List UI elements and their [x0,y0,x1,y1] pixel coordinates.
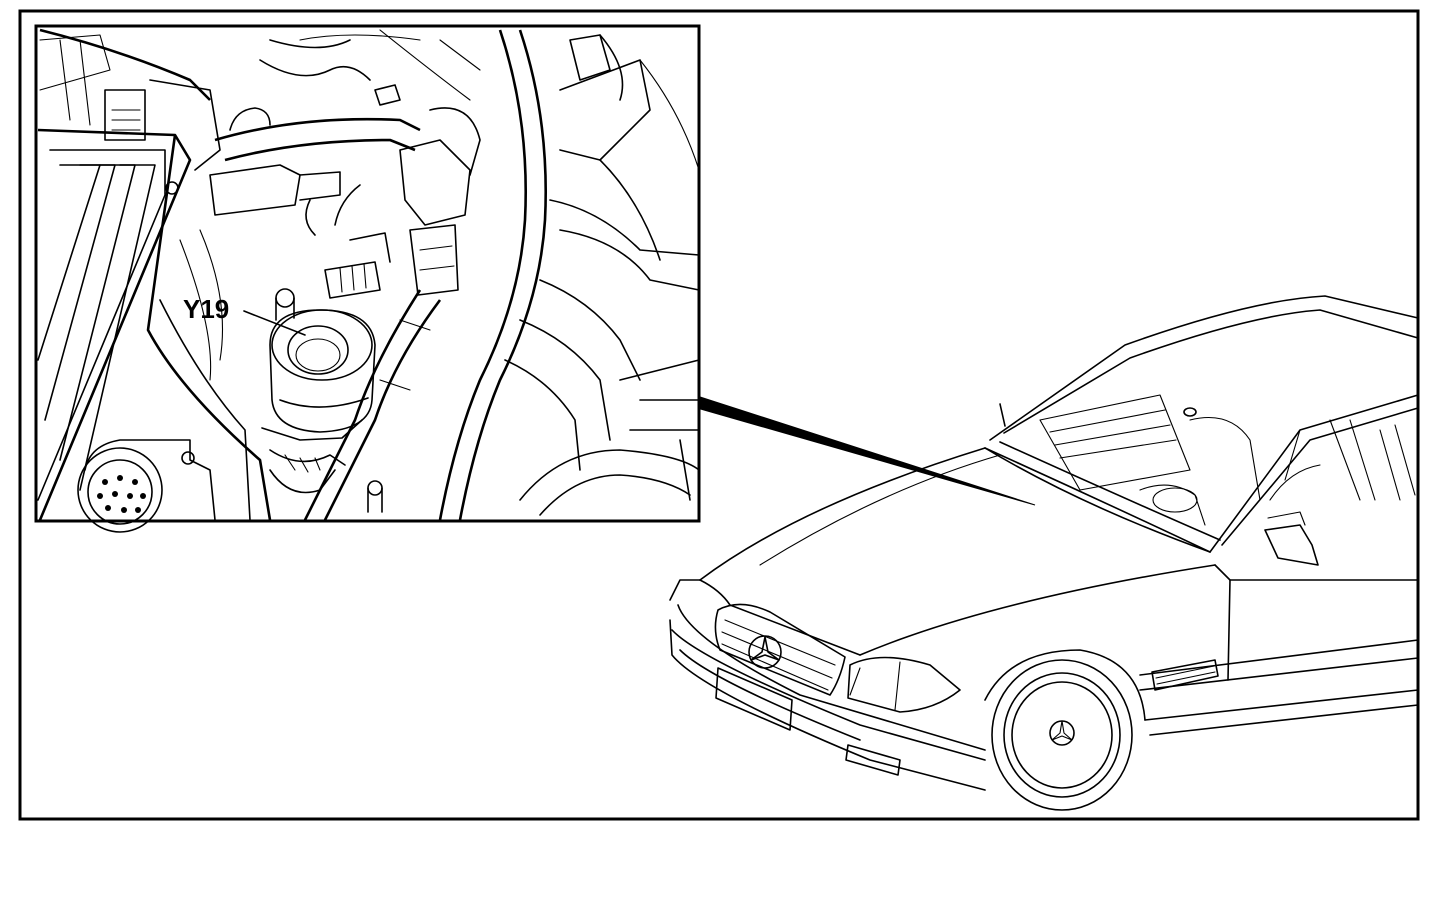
detail-inset: Y19 [34,24,701,533]
outer-frame [18,9,1420,821]
callout-label-y19: Y19 [183,294,229,324]
pointer-wedge [696,395,1036,506]
car-illustration [669,295,1419,811]
callout-leader-line [243,310,306,336]
y19-solenoid-valve [261,288,383,513]
engine-bay-detail [37,28,700,533]
